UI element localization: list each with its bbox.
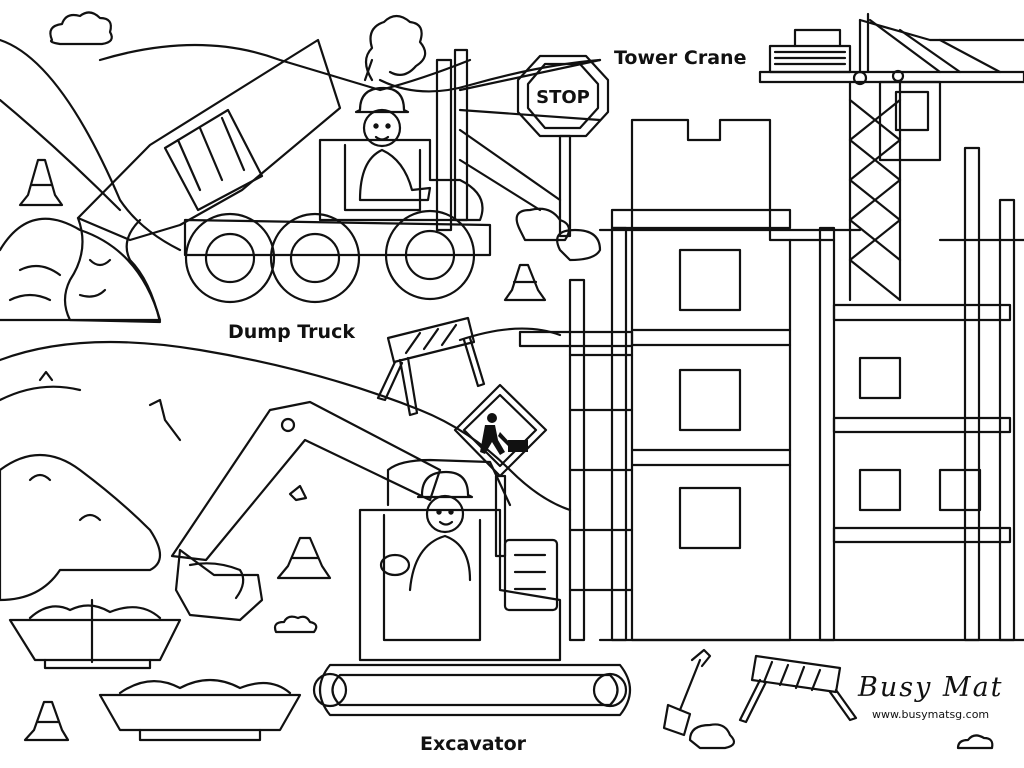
traffic-cone-icon — [503, 263, 547, 302]
traffic-cone-icon — [18, 158, 64, 207]
dump-truck — [63, 38, 492, 324]
shovel-icon — [662, 648, 712, 737]
traffic-cone-icon — [276, 536, 332, 580]
worker-shovel-icon — [480, 413, 528, 455]
worker-operator — [379, 470, 474, 592]
brand-logo: Busy Mat — [858, 672, 1004, 703]
cloud-icon — [273, 615, 318, 634]
excavator — [170, 400, 632, 717]
barricade — [376, 316, 486, 417]
cloud-icon — [956, 734, 994, 750]
men-working-sign — [453, 383, 548, 558]
brand-url: www.busymatsg.com — [872, 708, 990, 721]
cloud-icon — [49, 11, 113, 46]
traffic-cone-icon — [23, 700, 70, 742]
wheelbarrow — [8, 598, 182, 670]
stop-sign: STOP — [516, 54, 610, 238]
stop-sign-label: STOP — [536, 87, 590, 108]
fence — [435, 48, 602, 232]
excavator-label: Excavator — [420, 733, 527, 755]
building-frame — [518, 118, 1024, 642]
barricade — [738, 654, 858, 724]
smoke-icon — [363, 14, 427, 82]
worker-driver — [354, 86, 432, 202]
tower-crane — [758, 12, 1024, 302]
dump-truck-label: Dump Truck — [228, 321, 355, 343]
dirt-pile — [0, 217, 162, 602]
wheelbarrow — [98, 678, 302, 742]
tower-crane-label: Tower Crane — [614, 47, 747, 69]
debris — [38, 370, 308, 502]
